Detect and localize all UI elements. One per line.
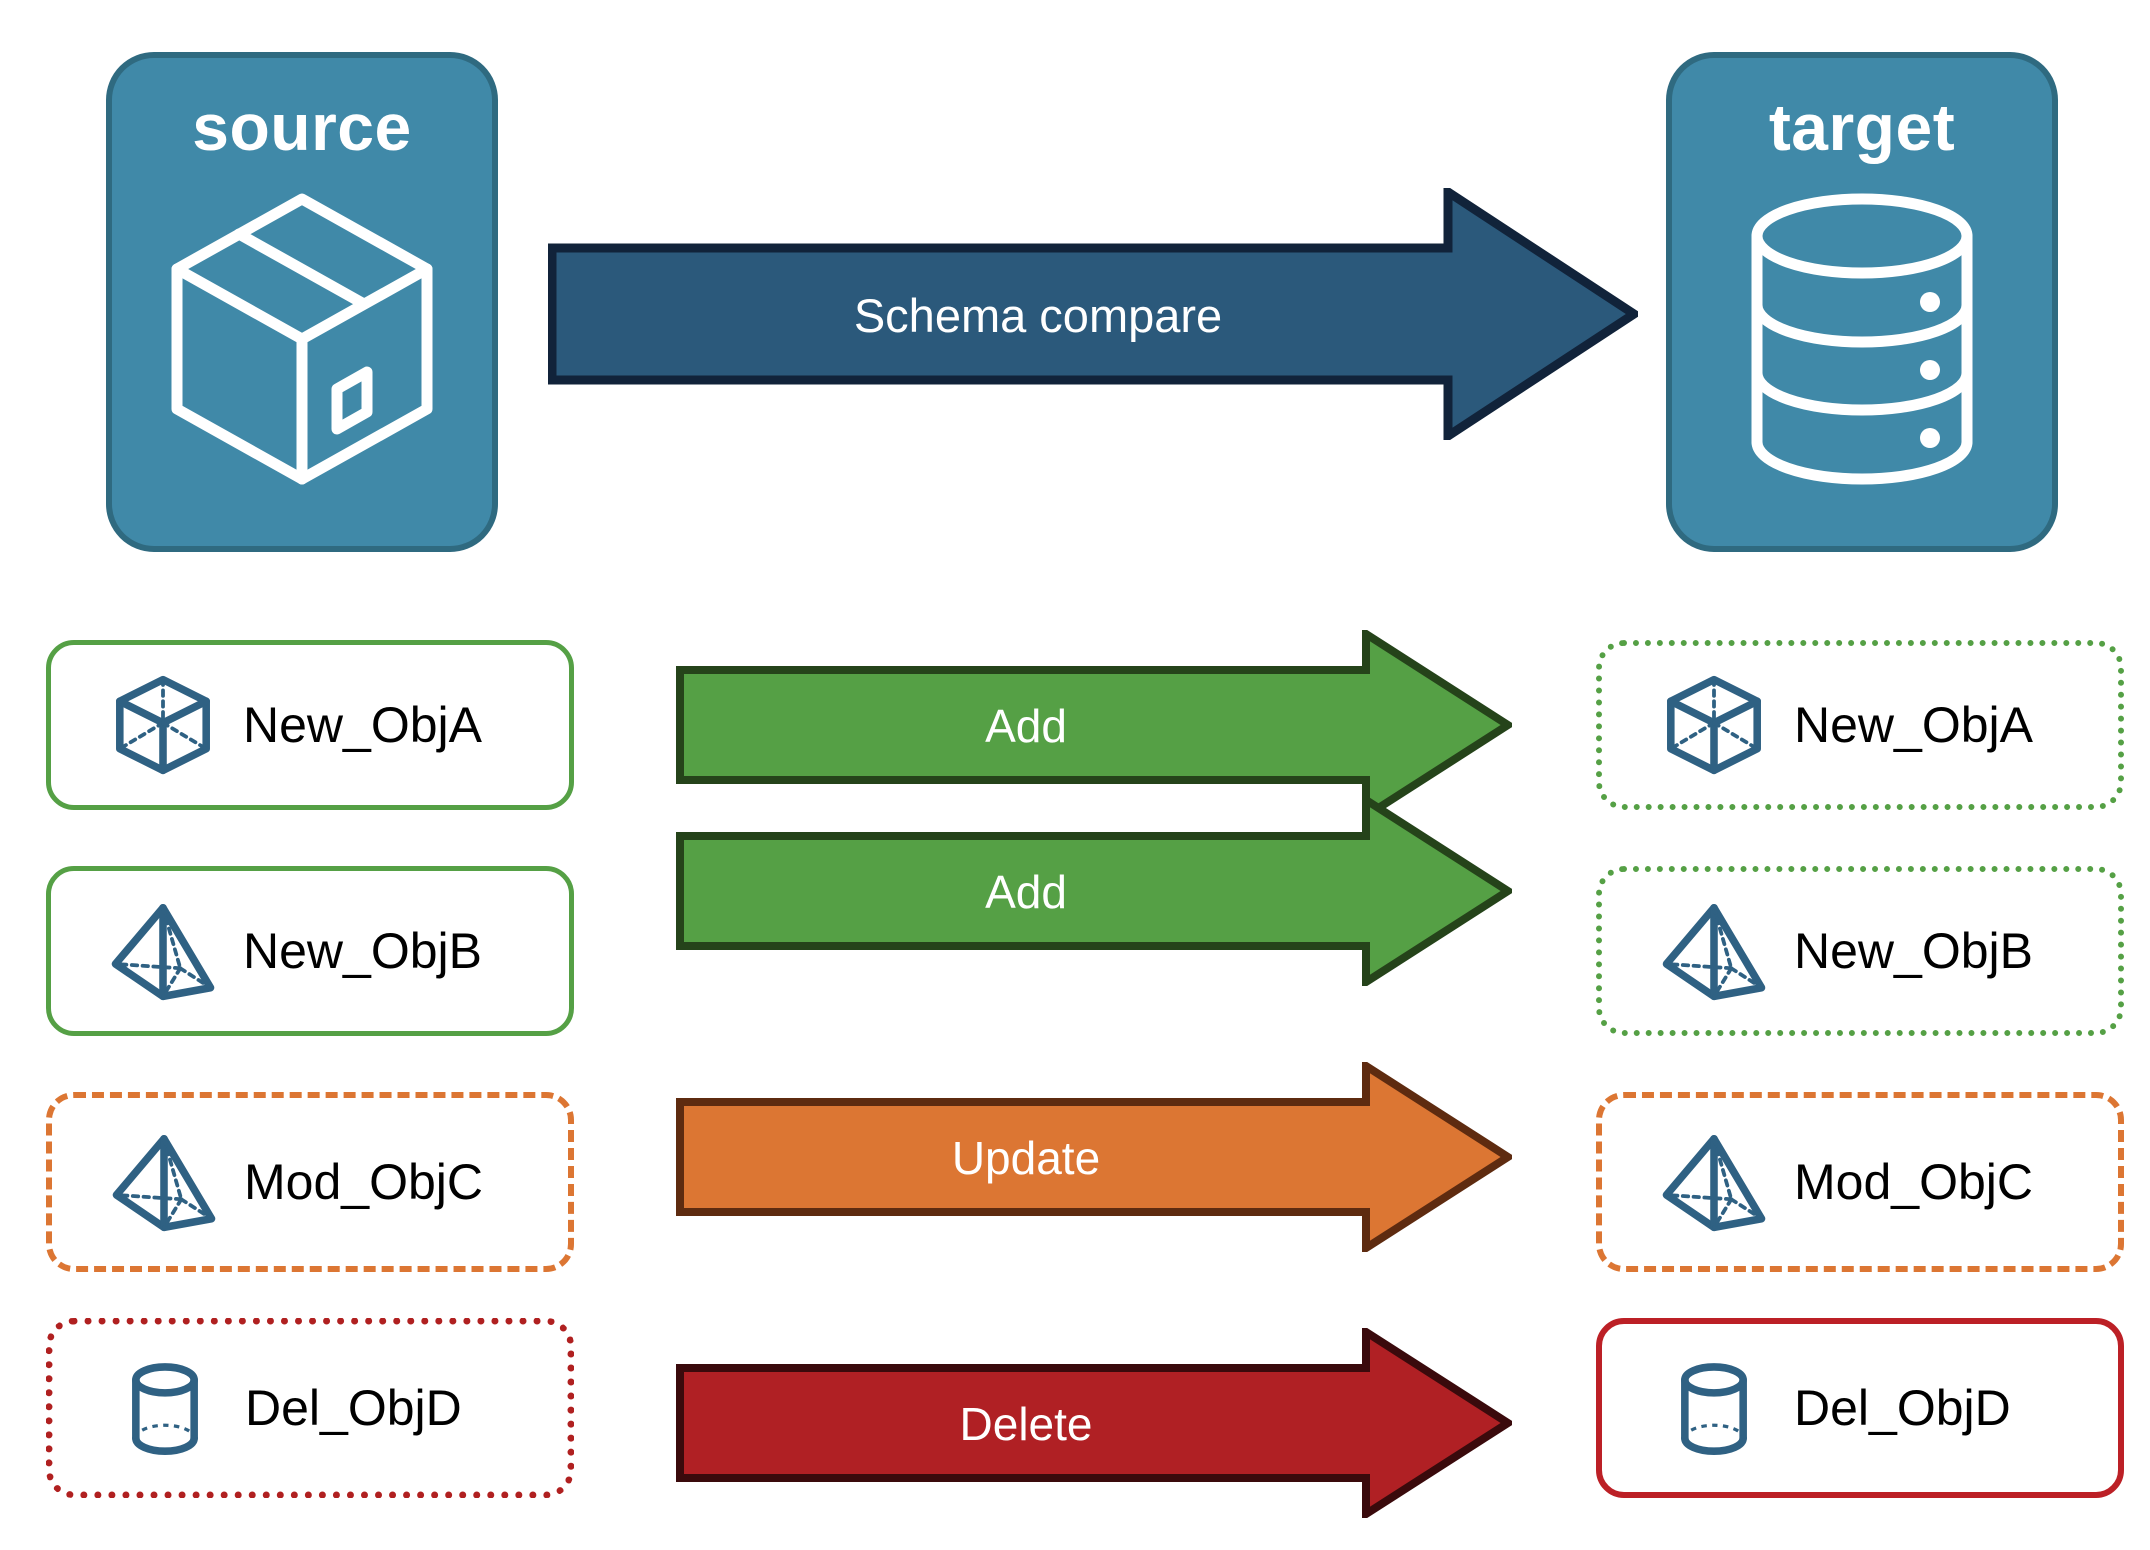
status-dot-3	[1920, 428, 1940, 448]
target-object-label-1: New_ObjB	[1794, 923, 2033, 979]
target-object-label-2: Mod_ObjC	[1794, 1154, 2033, 1210]
cube-icon	[1667, 675, 1761, 775]
target-object-card-0[interactable]: New_ObjA	[1596, 640, 2124, 810]
target-object-card-1[interactable]: New_ObjB	[1596, 866, 2124, 1036]
target-object-label-0: New_ObjA	[1794, 697, 2033, 753]
source-object-label-3: Del_ObjD	[245, 1380, 462, 1436]
source-object-label-2: Mod_ObjC	[244, 1154, 483, 1210]
target-endpoint-card[interactable]: target	[1666, 52, 2058, 552]
schema-compare-arrow[interactable]	[548, 188, 1638, 440]
database-cylinder-icon	[1751, 193, 1973, 485]
pyramid-icon	[112, 1135, 216, 1232]
cylinder-icon	[132, 1363, 198, 1455]
target-object-card-3[interactable]: Del_ObjD	[1596, 1318, 2124, 1498]
source-object-card-3[interactable]: Del_ObjD	[46, 1318, 574, 1498]
action-arrow-update-2[interactable]	[676, 1062, 1512, 1252]
pyramid-icon	[1662, 904, 1766, 1001]
status-dot-2	[1920, 360, 1940, 380]
source-object-card-0[interactable]: New_ObjA	[46, 640, 574, 810]
pyramid-icon	[111, 904, 215, 1001]
action-arrow-delete-3[interactable]	[676, 1328, 1512, 1518]
cylinder-icon	[1681, 1363, 1747, 1455]
cube-icon	[116, 675, 210, 775]
action-arrow-add-1[interactable]	[676, 796, 1512, 986]
status-dot-1	[1920, 292, 1940, 312]
source-object-card-2[interactable]: Mod_ObjC	[46, 1092, 574, 1272]
target-object-label-3: Del_ObjD	[1794, 1380, 2011, 1436]
source-object-label-1: New_ObjB	[243, 923, 482, 979]
source-endpoint-card[interactable]: source	[106, 52, 498, 552]
target-object-card-2[interactable]: Mod_ObjC	[1596, 1092, 2124, 1272]
source-object-label-0: New_ObjA	[243, 697, 482, 753]
package-box-icon	[171, 193, 433, 485]
source-object-card-1[interactable]: New_ObjB	[46, 866, 574, 1036]
pyramid-icon	[1662, 1135, 1766, 1232]
source-title: source	[192, 90, 412, 164]
action-arrow-add-0[interactable]	[676, 630, 1512, 820]
target-title: target	[1768, 90, 1956, 164]
